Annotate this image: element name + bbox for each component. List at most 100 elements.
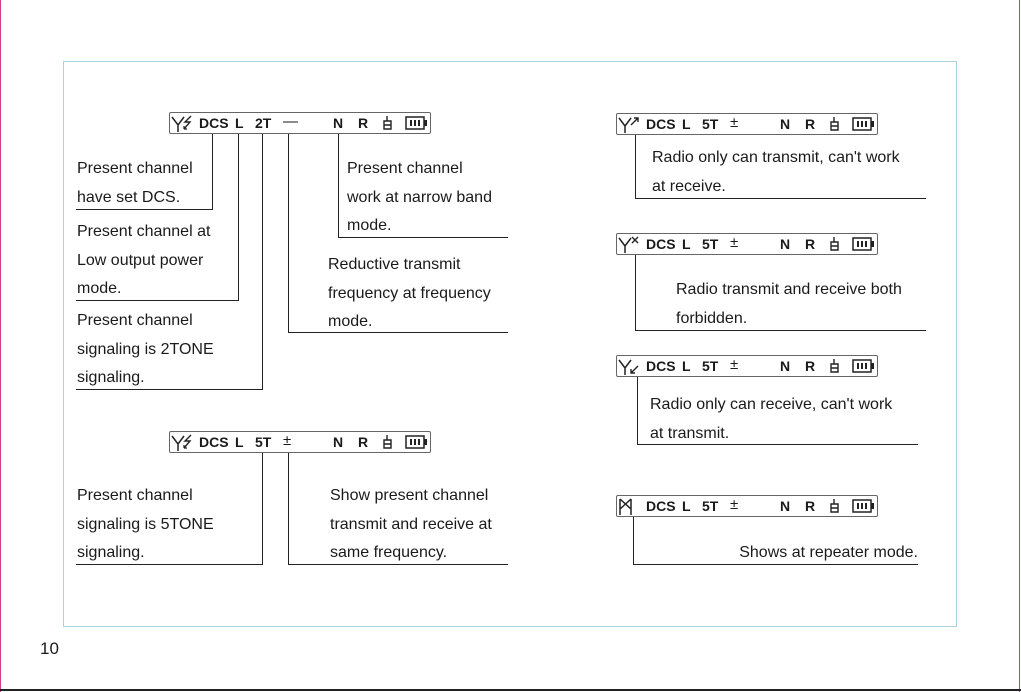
page-number: 10 [40, 639, 59, 658]
reverse-indicator: R [358, 115, 369, 131]
antenna-receive-icon [618, 359, 639, 375]
leader-reductive-h [288, 332, 508, 333]
tone-indicator: 5T [702, 498, 719, 514]
same-freq-indicator: ± [730, 496, 739, 513]
note-reductive-line: frequency at frequency [328, 284, 491, 302]
dcs-indicator: DCS [646, 498, 676, 514]
lcd-display-receive-only: DCS L 5T ± N R [616, 355, 878, 377]
note-both-forbidden-line: forbidden. [676, 309, 748, 327]
battery-icon [852, 237, 874, 251]
note-5tone-line: signaling. [77, 544, 145, 561]
leader-repeater-v [633, 517, 634, 565]
same-freq-indicator: ± [283, 432, 292, 449]
low-power-indicator: L [682, 498, 691, 514]
narrow-indicator: N [780, 236, 791, 252]
leader-reductive-v [288, 134, 289, 333]
leader-samefreq-v [288, 453, 289, 565]
tone-indicator: 5T [702, 236, 719, 252]
leader-2tone-h [76, 389, 263, 390]
reverse-indicator: R [358, 434, 369, 450]
low-power-indicator: L [682, 116, 691, 132]
leader-dcs-v [212, 134, 213, 210]
note-narrow-band-line: Present channel [347, 160, 463, 177]
note-reductive-line: mode. [328, 313, 373, 330]
note-reductive: Reductive transmit frequency at frequenc… [328, 251, 491, 337]
note-same-frequency-line: transmit and receive at [330, 515, 492, 533]
antenna-forbidden-icon [618, 236, 639, 253]
reverse-indicator: R [805, 358, 816, 374]
narrow-indicator: N [780, 358, 791, 374]
lock-icon [830, 359, 839, 373]
lock-icon [383, 435, 392, 449]
note-2tone: Present channel signaling is 2TONE signa… [77, 307, 214, 393]
note-repeater-line: Shows at repeater mode. [739, 544, 918, 561]
note-both-forbidden: Radio transmit and receive both forbidde… [676, 276, 902, 333]
leader-power-h [76, 300, 239, 301]
narrow-indicator: N [333, 115, 344, 131]
leader-repeater-h [633, 564, 918, 565]
note-dcs-line: have set DCS. [77, 188, 181, 206]
lcd-display-forbidden: DCS L 5T ± N R [616, 233, 878, 255]
lock-icon [830, 237, 839, 251]
leader-2tone-v [262, 134, 263, 390]
note-low-power: Present channel at Low output power mode… [77, 218, 210, 304]
lock-icon [830, 117, 839, 131]
reverse-indicator: R [805, 498, 816, 514]
note-repeater: Shows at repeater mode. [700, 539, 918, 568]
leader-5tone-h [76, 564, 263, 565]
low-power-indicator: L [235, 434, 244, 450]
tone-indicator: 5T [702, 116, 719, 132]
note-low-power-line: mode. [77, 280, 122, 297]
note-low-power-line: Present channel at [77, 223, 211, 240]
battery-icon [852, 359, 874, 373]
content-frame [63, 61, 957, 627]
tone-indicator: 5T [255, 434, 272, 450]
note-same-frequency-line: Show present channel [330, 487, 489, 504]
low-power-indicator: L [682, 358, 691, 374]
leader-forbidden-v [635, 255, 636, 331]
reverse-indicator: R [805, 236, 816, 252]
leader-transmit-h [635, 198, 926, 199]
leader-narrow-v [338, 134, 339, 238]
note-2tone-line: signaling. [77, 369, 145, 386]
leader-transmit-v [635, 135, 636, 199]
note-both-forbidden-line: Radio transmit and receive both [676, 281, 902, 298]
lcd-display-repeater: DCS L 5T ± N R [616, 495, 878, 517]
reverse-indicator: R [805, 116, 816, 132]
dcs-indicator: DCS [646, 358, 676, 374]
battery-icon [405, 116, 427, 130]
lcd-display-transmit-only: DCS L 5T ± N R [616, 113, 878, 135]
same-freq-indicator: ± [730, 234, 739, 251]
note-transmit-only-line: at receive. [652, 177, 726, 195]
leader-receive-h [637, 444, 918, 445]
lock-icon [830, 499, 839, 513]
tone-indicator: 2T [255, 115, 272, 131]
lcd-display-5tone: DCS L 5T ± N R [169, 431, 431, 453]
leader-receive-v [637, 377, 638, 445]
battery-icon [852, 499, 874, 513]
note-5tone-line: Present channel [77, 487, 193, 504]
dcs-indicator: DCS [199, 115, 229, 131]
leader-samefreq-h [288, 564, 508, 565]
note-5tone: Present channel signaling is 5TONE signa… [77, 482, 214, 568]
note-transmit-only: Radio only can transmit, can't work at r… [652, 144, 900, 201]
note-same-frequency-line: same frequency. [330, 544, 448, 561]
dcs-indicator: DCS [646, 116, 676, 132]
note-narrow-band: Present channel work at narrow band mode… [347, 155, 492, 241]
note-reductive-line: Reductive transmit [328, 256, 461, 273]
note-narrow-band-line: work at narrow band [347, 188, 492, 206]
page-edge-bottom [0, 689, 1021, 691]
dcs-indicator: DCS [199, 434, 229, 450]
repeater-icon [619, 498, 632, 515]
same-freq-indicator: ± [730, 114, 739, 131]
antenna-signal-icon [171, 115, 192, 132]
page-edge-right [1019, 0, 1020, 692]
low-power-indicator: L [235, 115, 244, 131]
note-receive-only: Radio only can receive, can't work at tr… [650, 391, 892, 448]
note-2tone-line: Present channel [77, 312, 193, 329]
page-edge-left [0, 0, 1, 692]
lcd-display-2tone: DCS L 2T — N R [169, 112, 431, 134]
dcs-indicator: DCS [646, 236, 676, 252]
note-dcs-line: Present channel [77, 160, 193, 177]
note-same-frequency: Show present channel transmit and receiv… [330, 482, 492, 568]
